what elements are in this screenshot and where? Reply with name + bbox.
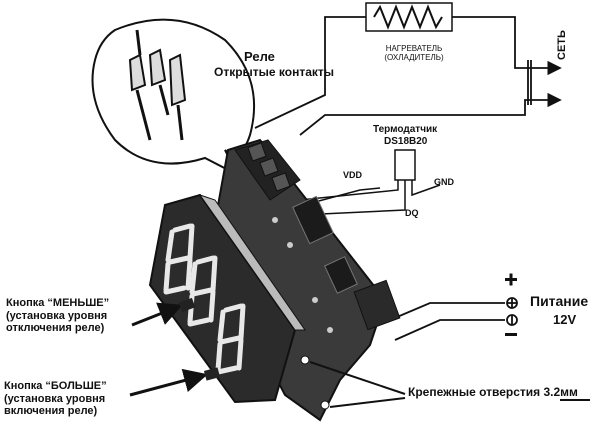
heater-element [365,2,453,32]
mains-label: СЕТЬ [556,30,568,60]
relay-callout [91,18,256,178]
gnd-label: GND [434,177,454,187]
relay-contact-icon [128,29,187,141]
mounting-hole-pointers [309,361,590,408]
power-wires [389,297,518,341]
led-display [148,193,306,404]
vdd-label: VDD [343,170,363,180]
dq-label: DQ [405,208,419,218]
plus-icon [505,273,517,286]
sensor-title: Термодатчик [373,124,438,135]
relay-contacts-label: Открытые контакты [214,65,335,79]
mains-wires [254,16,562,136]
button-more-label: Кнопка “БОЛЬШЕ” (установка уровня включе… [4,380,107,418]
minus-icon [505,333,517,336]
button-more [129,367,221,397]
sensor-model: DS18B20 [384,136,428,147]
button-less-label: Кнопка “МЕНЬШЕ” (установка уровня отключ… [6,297,110,335]
power-title: Питание [530,293,589,309]
sensor-wires [299,149,441,216]
heater-label: НАГРЕВАТЕЛЬ (ОХЛАДИТЕЛЬ) [384,44,444,63]
mounting-holes-label: Крепежные отверстия 3.2мм [408,385,578,399]
power-voltage: 12V [553,312,577,327]
button-less [131,297,196,327]
relay-title: Реле [244,49,275,64]
